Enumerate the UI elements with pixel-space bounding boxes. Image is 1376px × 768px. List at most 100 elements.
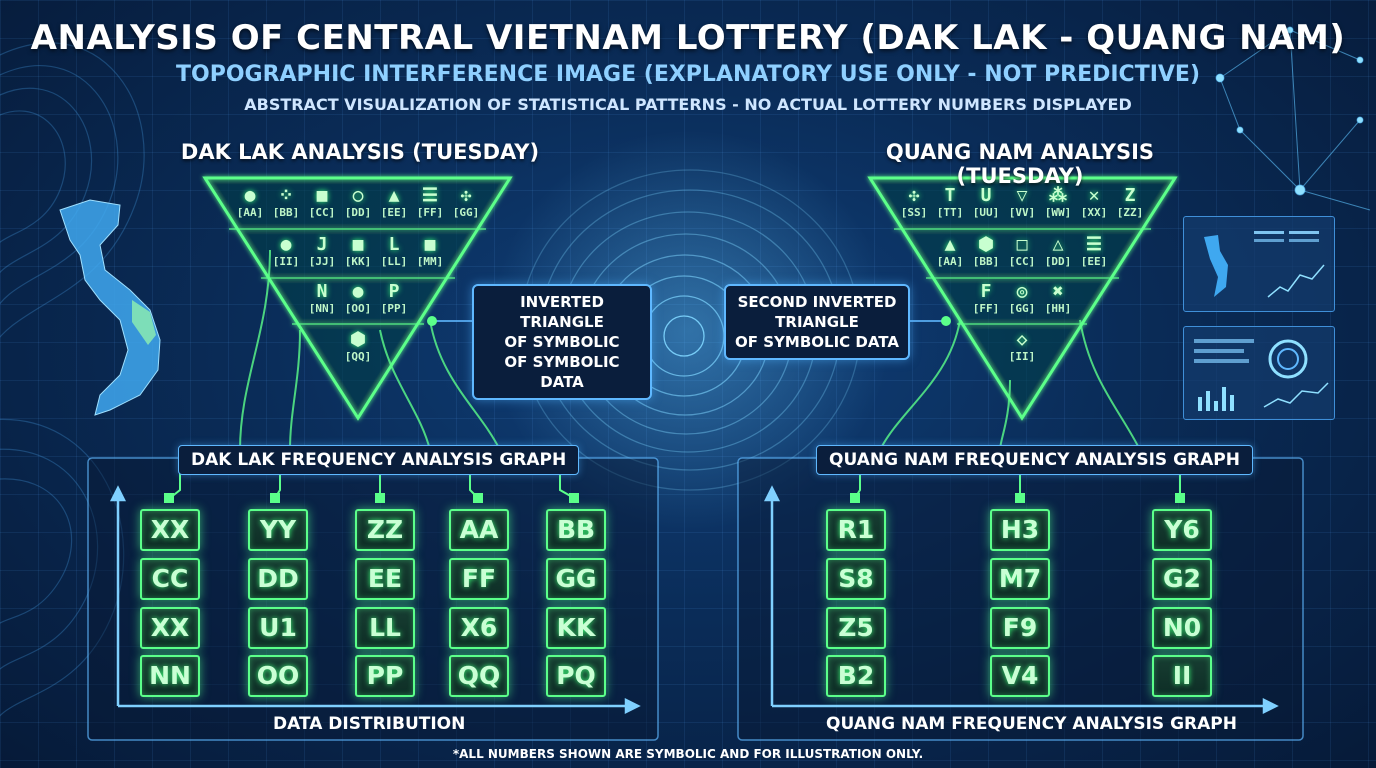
symbol-label: [KK] (344, 255, 372, 268)
symbol-label: [QQ] (344, 350, 372, 363)
frequency-cell: G2 (1152, 558, 1212, 600)
symbol-label: [CC] (1008, 255, 1036, 268)
symbol-glyph-icon: ⬢ (978, 234, 994, 255)
page-disclaimer: ABSTRACT VISUALIZATION OF STATISTICAL PA… (244, 95, 1132, 114)
vietnam-highlight (132, 300, 156, 345)
symbol-glyph-icon: ■ (352, 234, 364, 255)
symbol-glyph-icon: T (944, 185, 956, 206)
symbol-label: [FF] (416, 206, 444, 219)
triangle-symbol: Z[ZZ] (1112, 185, 1148, 220)
frequency-cell: F9 (990, 607, 1050, 649)
symbol-label: [UU] (972, 206, 1000, 219)
frequency-cell: U1 (248, 607, 308, 649)
symbol-glyph-icon: ▽ (1016, 185, 1028, 206)
triangle-symbol: ⬢[QQ] (340, 330, 376, 364)
mini-dashboard-stats (1183, 326, 1335, 420)
symbol-glyph-icon: ☰ (421, 185, 439, 206)
quang-nam-x-axis-label: QUANG NAM FREQUENCY ANALYSIS GRAPH (826, 714, 1237, 734)
callout-line: OF SYMBOLIC DATA (504, 353, 620, 391)
footnote: *ALL NUMBERS SHOWN ARE SYMBOLIC AND FOR … (452, 747, 924, 761)
frequency-cell: M7 (990, 558, 1050, 600)
triangle-symbol: P[PP] (376, 281, 412, 316)
frequency-cell: CC (140, 558, 200, 600)
frequency-cell: X6 (449, 607, 509, 649)
symbol-label: [PP] (380, 302, 408, 315)
symbol-glyph-icon: ▲ (944, 234, 956, 255)
callout-node-right (941, 316, 951, 326)
symbol-glyph-icon: △ (1052, 234, 1064, 255)
dak-lak-heading: DAK LAK ANALYSIS (TUESDAY) (180, 140, 540, 164)
symbol-label: [NN] (308, 302, 336, 315)
frequency-cell: KK (546, 607, 606, 649)
symbol-label: [DD] (1044, 255, 1072, 268)
frequency-cell: ZZ (355, 509, 415, 551)
symbol-label: [MM] (416, 255, 444, 268)
dak-lak-callout: INVERTED TRIANGLE OF SYMBOLIC OF SYMBOLI… (472, 284, 652, 400)
symbol-glyph-icon: ● (280, 234, 292, 255)
triangle-symbol: ✣[SS] (896, 185, 932, 220)
frequency-cell: Z5 (826, 607, 886, 649)
symbol-glyph-icon: P (388, 281, 400, 302)
symbol-glyph-icon: ◇ (1016, 329, 1028, 350)
symbol-label: [HH] (1044, 302, 1072, 315)
mini-dashboard-chart (1204, 231, 1325, 298)
frequency-cell: H3 (990, 509, 1050, 551)
triangle-symbol: T[TT] (932, 185, 968, 220)
symbol-glyph-icon: Z (1124, 185, 1136, 206)
callout-node-left (427, 316, 437, 326)
triangle-symbol: ☰[FF] (412, 185, 448, 220)
callout-line: OF SYMBOLIC (504, 333, 620, 351)
triangle-symbol: ✣[GG] (448, 186, 484, 220)
symbol-label: [II] (272, 255, 300, 268)
callout-line: OF SYMBOLIC DATA (735, 333, 899, 351)
triangle-symbol: ▲[EE] (376, 185, 412, 220)
frequency-cell: YY (248, 509, 308, 551)
symbol-label: [BB] (272, 206, 300, 219)
symbol-label: [OO] (344, 302, 372, 315)
triangle-symbol: ▽[VV] (1004, 185, 1040, 220)
triangle-connectors (239, 249, 1141, 451)
symbol-label: [DD] (344, 206, 372, 219)
frequency-cell: II (1152, 655, 1212, 697)
vietnam-map (59, 199, 161, 416)
symbol-label: [FF] (972, 302, 1000, 315)
frequency-cell: XX (140, 509, 200, 551)
frequency-cell: PQ (546, 655, 606, 697)
triangle-symbol: ◎[GG] (1004, 282, 1040, 316)
symbol-label: [CC] (308, 206, 336, 219)
frequency-cell: EE (355, 558, 415, 600)
frequency-cell: R1 (826, 509, 886, 551)
triangle-symbol: F[FF] (968, 282, 1004, 316)
triangle-symbol: ◇[II] (1004, 329, 1040, 364)
quang-nam-callout: SECOND INVERTED TRIANGLE OF SYMBOLIC DAT… (724, 284, 910, 360)
symbol-label: [VV] (1008, 206, 1036, 219)
frequency-cell: GG (546, 558, 606, 600)
symbol-label: [GG] (1008, 302, 1036, 315)
triangle-symbol: ⁘[BB] (268, 185, 304, 220)
callout-line: SECOND INVERTED (737, 293, 897, 311)
symbol-glyph-icon: ☰ (1085, 234, 1103, 255)
symbol-glyph-icon: □ (1016, 234, 1028, 255)
frequency-cell: Y6 (1152, 509, 1212, 551)
symbol-label: [WW] (1044, 206, 1072, 219)
triangle-symbol: ⬢[BB] (968, 234, 1004, 269)
symbol-label: [EE] (380, 206, 408, 219)
frequency-cell: B2 (826, 655, 886, 697)
symbol-glyph-icon: ▲ (388, 185, 400, 206)
symbol-glyph-icon: ⁘ (278, 185, 294, 206)
triangle-symbol: △[DD] (1040, 234, 1076, 269)
frequency-cell: LL (355, 607, 415, 649)
symbol-label: [AA] (936, 255, 964, 268)
triangle-symbol: ○[DD] (340, 186, 376, 220)
symbol-glyph-icon: ✣ (908, 185, 920, 206)
graph-axes (109, 485, 1279, 715)
triangle-symbol: ●[AA] (232, 186, 268, 220)
frequency-cell: BB (546, 509, 606, 551)
frequency-cell: DD (248, 558, 308, 600)
triangle-symbol: J[JJ] (304, 235, 340, 269)
dak-lak-x-axis-label: DATA DISTRIBUTION (273, 714, 466, 734)
triangle-symbol: ⁂[WW] (1040, 186, 1076, 220)
page-subtitle: TOPOGRAPHIC INTERFERENCE IMAGE (EXPLANAT… (175, 62, 1200, 87)
frequency-cell: XX (140, 607, 200, 649)
